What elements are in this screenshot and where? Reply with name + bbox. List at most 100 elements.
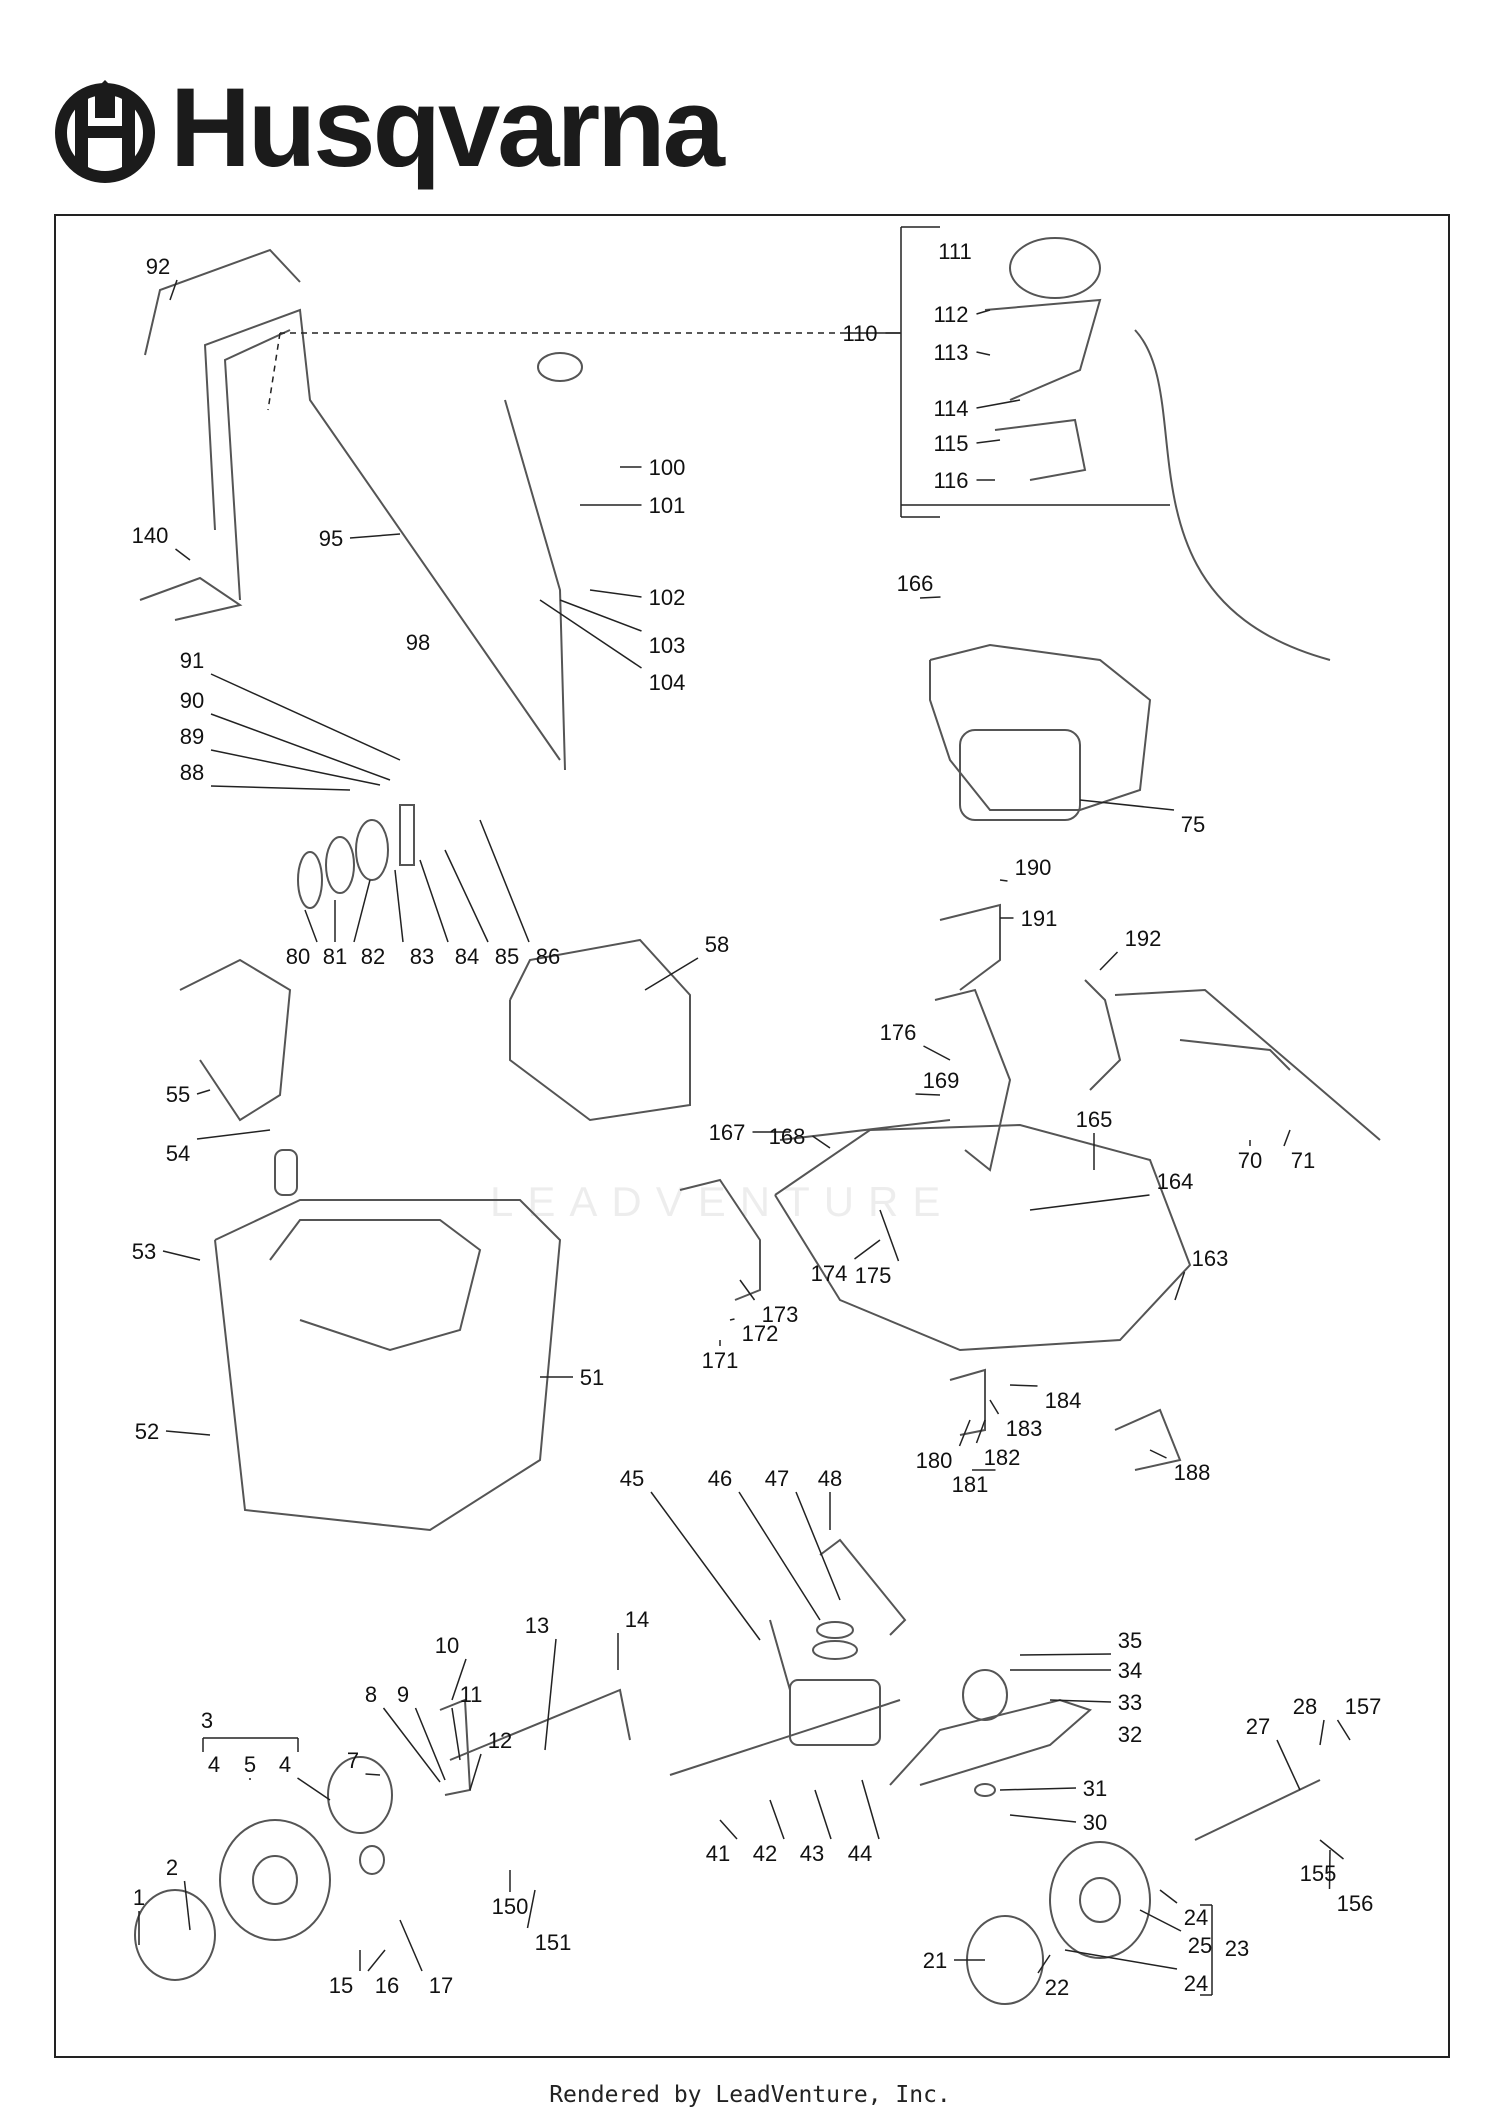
spring-45 <box>769 1619 791 1691</box>
part-label: 172 <box>742 1321 779 1346</box>
part-label: 35 <box>1118 1628 1142 1653</box>
leader-line <box>304 909 318 943</box>
part-label: 42 <box>753 1841 777 1866</box>
leader-line <box>814 1789 832 1840</box>
bracket-188 <box>1114 1408 1182 1471</box>
part-label: 167 <box>709 1120 746 1145</box>
leader-line <box>738 1491 821 1621</box>
bracket-84 <box>399 804 415 866</box>
leader-line <box>414 1707 446 1781</box>
part-label: 21 <box>923 1948 947 1973</box>
brand-wordmark: Husqvarna <box>170 65 725 190</box>
part-label: 7 <box>347 1748 359 1773</box>
leader-line <box>1139 1909 1182 1932</box>
leader-line <box>915 1093 941 1096</box>
part-label: 34 <box>1118 1658 1142 1683</box>
leader-line <box>795 1491 841 1601</box>
leader-line <box>989 1399 1000 1415</box>
part-label: 111 <box>938 239 971 264</box>
leader-line <box>976 309 991 315</box>
leader-line <box>1319 1839 1344 1860</box>
part-label: 55 <box>166 1082 190 1107</box>
handle-bar-inner <box>223 329 291 601</box>
part-label: 53 <box>132 1239 156 1264</box>
part-label: 156 <box>1337 1891 1374 1916</box>
pulley-46 <box>812 1640 858 1660</box>
handle-bar <box>203 308 561 761</box>
part-label: 41 <box>706 1841 730 1866</box>
leader-line <box>539 599 642 669</box>
part-label: 30 <box>1083 1810 1107 1835</box>
part-label: 174 <box>811 1261 848 1286</box>
engine <box>929 643 1152 811</box>
leader-line <box>394 869 404 943</box>
part-label: 48 <box>818 1466 842 1491</box>
leader-line <box>1019 1653 1112 1656</box>
part-label: 168 <box>769 1124 806 1149</box>
part-label: 190 <box>1015 855 1052 880</box>
leader-line <box>879 1209 900 1262</box>
part-label: 90 <box>180 688 204 713</box>
part-label: 112 <box>933 302 968 327</box>
part-label: 15 <box>329 1973 353 1998</box>
part-label: 10 <box>435 1633 459 1658</box>
leader-line <box>1159 1889 1178 1904</box>
part-label: 114 <box>933 396 968 421</box>
leader-line <box>367 1949 386 1972</box>
rear-axle-166 <box>779 1119 951 1141</box>
part-label: 181 <box>952 1472 989 1497</box>
chute-191 <box>939 903 1001 991</box>
clip-192 <box>1084 979 1122 1091</box>
part-label: 188 <box>1174 1460 1211 1485</box>
part-label: 4 <box>208 1752 220 1777</box>
part-label: 95 <box>319 526 343 551</box>
leader-line <box>183 1880 191 1931</box>
front-axle-27 <box>1194 1779 1321 1841</box>
leader-line <box>958 1419 971 1447</box>
leader-line <box>1029 1194 1150 1211</box>
part-label: 89 <box>180 724 204 749</box>
part-label: 101 <box>649 493 686 518</box>
part-label: 9 <box>397 1682 409 1707</box>
part-label: 45 <box>620 1466 644 1491</box>
rear-axle-13 <box>449 1688 631 1761</box>
leader-line <box>1049 1699 1112 1703</box>
part-label: 82 <box>361 944 385 969</box>
pulley-47 <box>816 1621 854 1639</box>
part-label: 182 <box>984 1445 1021 1470</box>
leader-line <box>210 673 401 761</box>
part-label: 24 <box>1184 1905 1208 1930</box>
leader-line <box>1009 1814 1077 1823</box>
part-label: 12 <box>488 1728 512 1753</box>
part-label: 164 <box>1157 1169 1194 1194</box>
leader-line <box>1079 799 1175 811</box>
leader-line <box>976 351 991 356</box>
rear-cover <box>509 938 691 1122</box>
part-label: 58 <box>705 932 729 957</box>
part-label: 17 <box>429 1973 453 1998</box>
spring-70 <box>1179 1039 1291 1071</box>
leader-line <box>210 785 351 791</box>
part-label: 8 <box>365 1682 377 1707</box>
part-label: 33 <box>1118 1690 1142 1715</box>
leader-line <box>1037 1954 1051 1974</box>
mulch-plug <box>179 958 292 1122</box>
leader-line <box>196 1129 271 1140</box>
leader-line <box>349 533 401 539</box>
part-label: 24 <box>1184 1971 1208 1996</box>
leader-line <box>526 1889 536 1929</box>
part-label: 85 <box>495 944 519 969</box>
leader-line <box>1064 1949 1178 1970</box>
drive-gear-7 <box>327 1756 393 1834</box>
leader-line <box>419 859 449 943</box>
control-housing <box>1009 237 1101 299</box>
part-label: 173 <box>762 1302 799 1327</box>
part-label: 110 <box>842 321 877 346</box>
part-label: 31 <box>1083 1776 1107 1801</box>
upper-bar <box>144 248 301 356</box>
control-plate <box>984 298 1102 401</box>
leader-line <box>919 596 941 599</box>
part-label: 25 <box>1188 1933 1212 1958</box>
washer-31 <box>974 1783 996 1797</box>
front-wheel-hub <box>1079 1877 1121 1923</box>
